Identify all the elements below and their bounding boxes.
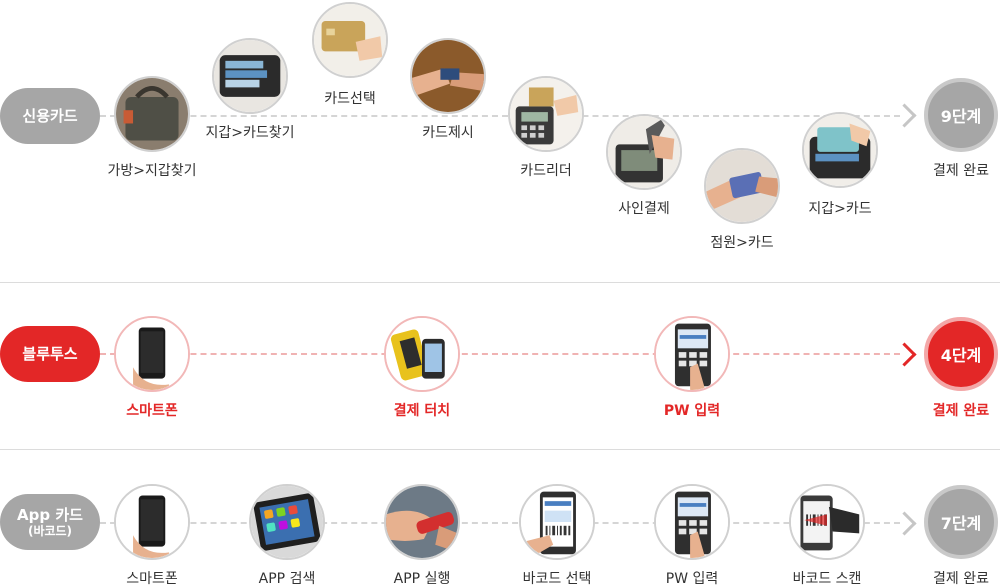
step-wallet-card (802, 112, 878, 188)
step-label: PW 입력 (665, 571, 719, 587)
step-label: 스마트폰 (126, 403, 178, 419)
step-label: 지갑>카드 (808, 201, 872, 217)
row-bluetooth: 블루투스 스마트폰 결제 터치 PW 입력 4단계 결제 완료 (0, 283, 1000, 449)
card-handover-photo-icon (412, 40, 484, 112)
step-label: 카드제시 (422, 125, 474, 141)
chevron-right-icon (892, 103, 917, 128)
chevron-right-icon (892, 511, 917, 536)
row-divider (0, 449, 1000, 450)
step-label: 가방>지갑찾기 (107, 163, 197, 179)
app-launch-icon (386, 486, 458, 558)
step-pw-input (654, 316, 730, 392)
pw-keypad-icon (656, 486, 728, 558)
final-step-badge: 4단계 (924, 317, 998, 391)
step-label: 카드리더 (520, 163, 572, 179)
smartphone-icon (116, 318, 188, 390)
step-label: 결제 터치 (393, 403, 451, 419)
step-label: APP 검색 (258, 571, 316, 587)
step-smartphone (114, 484, 190, 560)
final-step-count: 7단계 (940, 514, 982, 533)
row-credit-card: 신용카드 가방>지갑찾기 지갑>카드찾기 카드선택 카드제시 카드리더 사인결제… (0, 0, 1000, 282)
step-card-clerk (704, 148, 780, 224)
chevron-right-icon (892, 342, 917, 367)
step-wallet-cards (212, 38, 288, 114)
final-label: 결제 완료 (933, 163, 989, 179)
connector-line (100, 115, 900, 117)
pill-sublabel: (바코드) (27, 523, 73, 538)
step-label: 카드선택 (324, 91, 376, 107)
step-label: PW 입력 (663, 403, 721, 419)
final-step-count: 9단계 (940, 107, 982, 126)
wallet-card-photo-icon (804, 114, 876, 186)
step-label: 사인결제 (618, 201, 670, 217)
step-card-handover (410, 38, 486, 114)
step-label: 바코드 스캔 (792, 571, 862, 587)
row-app-card: App 카드 (바코드) 스마트폰 APP 검색 APP 실행 바코드 선택 P… (0, 450, 1000, 587)
final-label: 결제 완료 (933, 571, 989, 587)
barcode-scan-icon (791, 486, 863, 558)
step-card-reader (508, 76, 584, 152)
step-label: 스마트폰 (126, 571, 178, 587)
connector-line (100, 353, 900, 355)
pill-label: App 카드 (17, 505, 83, 524)
step-gold-card (312, 2, 388, 78)
smartphone-icon (116, 486, 188, 558)
step-bag-wallet (114, 76, 190, 152)
step-app-search (249, 484, 325, 560)
row-divider (0, 282, 1000, 283)
final-step-badge: 9단계 (924, 78, 998, 152)
step-barcode-select (519, 484, 595, 560)
pw-keypad-icon (656, 318, 728, 390)
step-smartphone (114, 316, 190, 392)
step-label: 바코드 선택 (522, 571, 592, 587)
step-label: APP 실행 (393, 571, 451, 587)
pill-credit-card: 신용카드 (0, 88, 100, 144)
step-label: 점원>카드 (710, 235, 774, 251)
pill-label: 신용카드 (22, 107, 78, 125)
bag-wallet-photo-icon (116, 78, 188, 150)
wallet-cards-photo-icon (214, 40, 286, 112)
pill-bluetooth: 블루투스 (0, 326, 100, 382)
signature-pen-photo-icon (608, 116, 680, 188)
card-reader-photo-icon (510, 78, 582, 150)
pill-app-card: App 카드 (바코드) (0, 494, 100, 550)
final-step-badge: 7단계 (924, 485, 998, 559)
step-label: 지갑>카드찾기 (205, 125, 295, 141)
step-signature (606, 114, 682, 190)
pill-label: 블루투스 (22, 345, 78, 363)
step-touch-pay (384, 316, 460, 392)
final-step-count: 4단계 (940, 346, 982, 365)
final-label: 결제 완료 (932, 403, 990, 419)
app-search-icon (251, 486, 323, 558)
connector-line (100, 522, 900, 524)
card-clerk-photo-icon (706, 150, 778, 222)
step-barcode-scan (789, 484, 865, 560)
phone-touch-icon (386, 318, 458, 390)
barcode-select-icon (521, 486, 593, 558)
gold-card-photo-icon (314, 4, 386, 76)
step-app-launch (384, 484, 460, 560)
step-pw-input (654, 484, 730, 560)
